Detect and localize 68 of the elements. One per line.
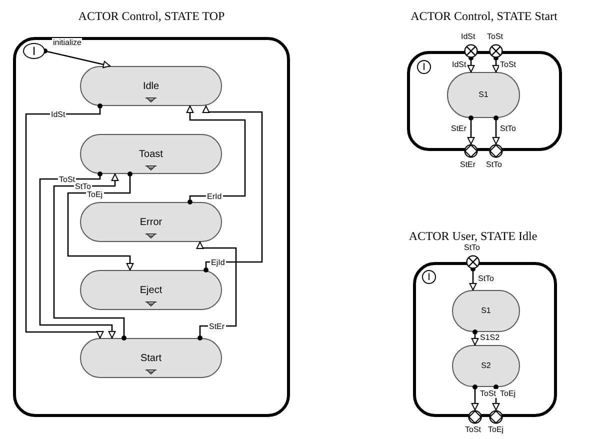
edge-label: ToSt — [58, 175, 76, 184]
edge-label: ToEj — [86, 190, 104, 199]
transition-arrow — [53, 174, 126, 340]
input-port — [464, 44, 478, 58]
transition-arrow — [471, 330, 479, 346]
edge-label: StTo — [74, 182, 92, 191]
transition-arrow — [42, 48, 110, 68]
edge-label: initialize — [52, 38, 82, 47]
edge-label: StEr — [208, 322, 226, 331]
state-shape — [80, 134, 222, 174]
actor-title: ACTOR Control, STATE Start — [410, 8, 558, 24]
state-name: S2 — [481, 362, 491, 370]
actor-title: ACTOR Control, STATE TOP — [77, 8, 226, 24]
port-label: ToEj — [487, 425, 505, 434]
edge-label: StTo — [477, 274, 496, 283]
actor-title: ACTOR User, STATE Idle — [408, 228, 538, 244]
transition-arrow — [471, 384, 479, 410]
port-label: ToSt — [464, 425, 482, 434]
state-shape — [452, 345, 520, 387]
edge-label: ToSt — [479, 389, 498, 398]
port-label: StTo — [485, 160, 504, 169]
output-port — [489, 410, 503, 424]
state-shape — [80, 66, 222, 106]
state-name: S1 — [478, 90, 488, 100]
edge-label: EjId — [210, 258, 226, 267]
transition-arrow — [25, 104, 104, 338]
port-label: IdSt — [460, 32, 476, 41]
state-shape — [447, 72, 520, 118]
output-port — [468, 410, 482, 424]
port-label: StEr — [459, 160, 477, 169]
transition-arrow — [467, 56, 475, 72]
state-name: S1 — [481, 306, 491, 316]
transition-arrow — [467, 116, 475, 144]
state-shape — [80, 338, 222, 378]
state-shape — [80, 202, 222, 242]
state-name: Start — [140, 352, 162, 364]
transition-arrow — [492, 56, 500, 72]
output-port — [464, 144, 478, 158]
state-name: Eject — [140, 284, 162, 296]
port-label: ToSt — [486, 32, 504, 41]
transition-arrow — [492, 116, 500, 144]
edge-label: ErId — [206, 192, 223, 201]
state-name: Error — [140, 216, 162, 228]
input-port — [489, 44, 503, 58]
state-shape — [452, 290, 520, 332]
edge-label: IdSt — [451, 60, 468, 69]
transition-arrow — [469, 266, 477, 290]
input-port — [466, 255, 480, 269]
state-name: Toast — [139, 148, 163, 160]
output-port — [489, 144, 503, 158]
edge-label: S1S2 — [479, 333, 501, 342]
initial-state: I — [417, 60, 431, 74]
initial-state: I — [23, 43, 45, 59]
transition-arrow — [492, 384, 500, 410]
edge-label: StEr — [450, 124, 468, 133]
transition-arrow — [67, 172, 134, 270]
edge-label: ToEj — [499, 389, 517, 398]
state-shape — [80, 270, 222, 310]
state-name: Idle — [142, 80, 160, 92]
transition-arrow — [39, 172, 116, 338]
transition-arrow — [202, 106, 263, 272]
edge-label: StTo — [499, 124, 518, 133]
edge-label: IdSt — [50, 110, 66, 119]
transition-arrow — [186, 106, 246, 204]
initial-state: I — [422, 270, 436, 284]
port-label: StTo — [463, 243, 482, 252]
transition-arrow — [196, 242, 237, 340]
edge-label: ToSt — [499, 60, 518, 69]
